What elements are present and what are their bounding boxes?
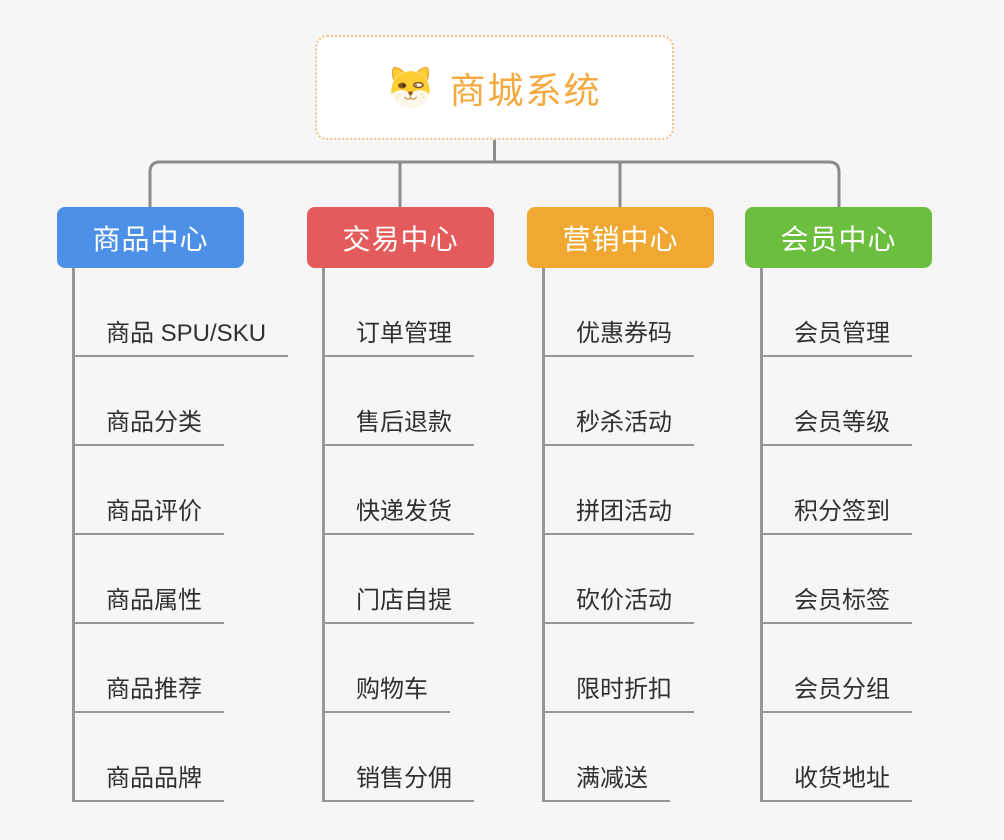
- child-topic[interactable]: 优惠券码: [542, 268, 694, 357]
- child-topic[interactable]: 订单管理: [322, 268, 474, 357]
- child-topic[interactable]: 会员标签: [760, 535, 912, 624]
- child-topic-label: 销售分佣: [356, 765, 452, 792]
- branch-spine-line: [322, 268, 325, 802]
- child-topic-label: 会员等级: [794, 409, 890, 436]
- branch-topic[interactable]: 会员中心: [745, 207, 932, 268]
- child-topic[interactable]: 商品 SPU/SKU: [72, 268, 289, 357]
- branch-column-products: 商品中心商品 SPU/SKU 商品分类商品评价商品属性商品推荐商品品牌: [57, 207, 302, 802]
- child-topic-list: 订单管理售后退款快递发货门店自提购物车销售分佣: [322, 268, 474, 802]
- child-topic-label: 商品推荐: [106, 676, 202, 703]
- branch-column-members: 会员中心会员管理会员等级积分签到会员标签会员分组收货地址: [745, 207, 990, 802]
- branch-topic-label: 营销中心: [562, 223, 679, 255]
- child-topic[interactable]: 售后退款: [322, 357, 474, 446]
- child-topic[interactable]: 拼团活动: [542, 446, 694, 535]
- child-topic[interactable]: 销售分佣: [322, 713, 474, 802]
- child-topic-label: 门店自提: [356, 587, 452, 614]
- branch-topic-label: 交易中心: [342, 223, 459, 255]
- child-topic-label: 订单管理: [356, 320, 452, 347]
- child-topic[interactable]: 商品推荐: [72, 624, 224, 713]
- child-topic-label: 商品评价: [106, 498, 202, 525]
- branch-topic[interactable]: 商品中心: [57, 207, 244, 268]
- child-topic[interactable]: 收货地址: [760, 713, 912, 802]
- shiba-dog-icon: [391, 66, 431, 109]
- child-topic[interactable]: 会员等级: [760, 357, 912, 446]
- branch-topic-label: 会员中心: [780, 223, 897, 255]
- branch-spine-line: [542, 268, 545, 802]
- child-topic-label: 限时折扣: [576, 676, 672, 703]
- child-topic-list: 优惠券码秒杀活动拼团活动砍价活动限时折扣满减送: [542, 268, 694, 802]
- child-topic-label: 商品属性: [106, 587, 202, 614]
- child-topic-label: 商品品牌: [106, 765, 202, 792]
- child-topic-label: 秒杀活动: [576, 409, 672, 436]
- child-topic-list: 商品 SPU/SKU 商品分类商品评价商品属性商品推荐商品品牌: [72, 268, 289, 802]
- child-topic-label: 优惠券码: [576, 320, 672, 347]
- child-topic-label: 满减送: [576, 765, 648, 792]
- child-topic[interactable]: 快递发货: [322, 446, 474, 535]
- child-topic-label: 会员分组: [794, 676, 890, 703]
- branch-topic[interactable]: 营销中心: [527, 207, 714, 268]
- child-topic[interactable]: 会员分组: [760, 624, 912, 713]
- branch-spine-line: [72, 268, 75, 802]
- branch-column-marketing: 营销中心优惠券码秒杀活动拼团活动砍价活动限时折扣满减送: [527, 207, 772, 802]
- branch-topic[interactable]: 交易中心: [307, 207, 494, 268]
- child-topic[interactable]: 会员管理: [760, 268, 912, 357]
- child-topic[interactable]: 积分签到: [760, 446, 912, 535]
- branch-column-trade: 交易中心订单管理售后退款快递发货门店自提购物车销售分佣: [307, 207, 552, 802]
- child-topic-label: 砍价活动: [576, 587, 672, 614]
- child-topic-label: 快递发货: [356, 498, 452, 525]
- child-topic[interactable]: 满减送: [542, 713, 670, 802]
- branch-spine-line: [760, 268, 763, 802]
- child-topic-label: 会员管理: [794, 320, 890, 347]
- child-topic[interactable]: 购物车: [322, 624, 450, 713]
- child-topic-label: 会员标签: [794, 587, 890, 614]
- child-topic[interactable]: 砍价活动: [542, 535, 694, 624]
- child-topic-label: 积分签到: [794, 498, 890, 525]
- child-topic[interactable]: 商品品牌: [72, 713, 224, 802]
- child-topic-label: 商品分类: [106, 409, 202, 436]
- root-topic-label: 商城系统: [449, 69, 602, 111]
- child-topic[interactable]: 商品属性: [72, 535, 224, 624]
- child-topic-label: 拼团活动: [576, 498, 672, 525]
- branch-topic-label: 商品中心: [92, 223, 209, 255]
- child-topic[interactable]: 秒杀活动: [542, 357, 694, 446]
- child-topic-list: 会员管理会员等级积分签到会员标签会员分组收货地址: [760, 268, 912, 802]
- child-topic-label: 售后退款: [356, 409, 452, 436]
- root-topic[interactable]: 商城系统: [315, 35, 674, 140]
- child-topic-label: 商品 SPU/SKU: [106, 320, 267, 347]
- child-topic[interactable]: 商品分类: [72, 357, 224, 446]
- child-topic[interactable]: 门店自提: [322, 535, 474, 624]
- child-topic[interactable]: 限时折扣: [542, 624, 694, 713]
- child-topic-label: 购物车: [356, 676, 428, 703]
- child-topic-label: 收货地址: [794, 765, 890, 792]
- child-topic[interactable]: 商品评价: [72, 446, 224, 535]
